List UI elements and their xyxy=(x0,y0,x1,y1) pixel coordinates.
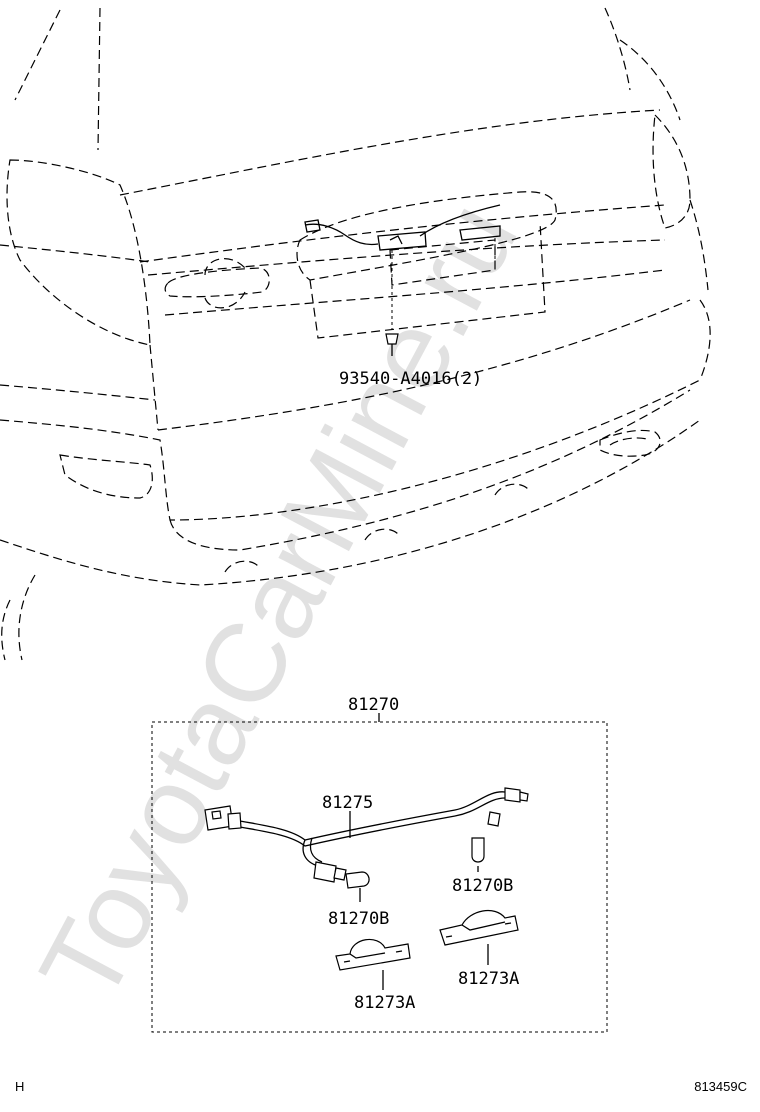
bulb-81270B-left xyxy=(345,871,370,889)
clip-93540 xyxy=(385,333,399,356)
bulb-81270B-right xyxy=(471,837,485,863)
label-81273A-right: 81273A xyxy=(458,969,519,989)
label-81270: 81270 xyxy=(348,695,399,715)
installed-harness xyxy=(304,204,501,330)
diagram-id: 813459C xyxy=(694,1079,747,1094)
label-81270B-left: 81270B xyxy=(328,909,389,929)
label-81275: 81275 xyxy=(322,793,373,813)
lens-81273A-right xyxy=(439,909,519,946)
assembly-box xyxy=(151,721,608,1033)
lens-81273A-left xyxy=(335,938,411,971)
label-93540: 93540-A4016(2) xyxy=(339,369,482,389)
label-81270B-right: 81270B xyxy=(452,876,513,896)
vehicle-rear-outline xyxy=(0,7,711,661)
footer-left-code: H xyxy=(15,1079,24,1094)
wire-harness-81275 xyxy=(204,787,529,883)
label-81273A-left: 81273A xyxy=(354,993,415,1013)
